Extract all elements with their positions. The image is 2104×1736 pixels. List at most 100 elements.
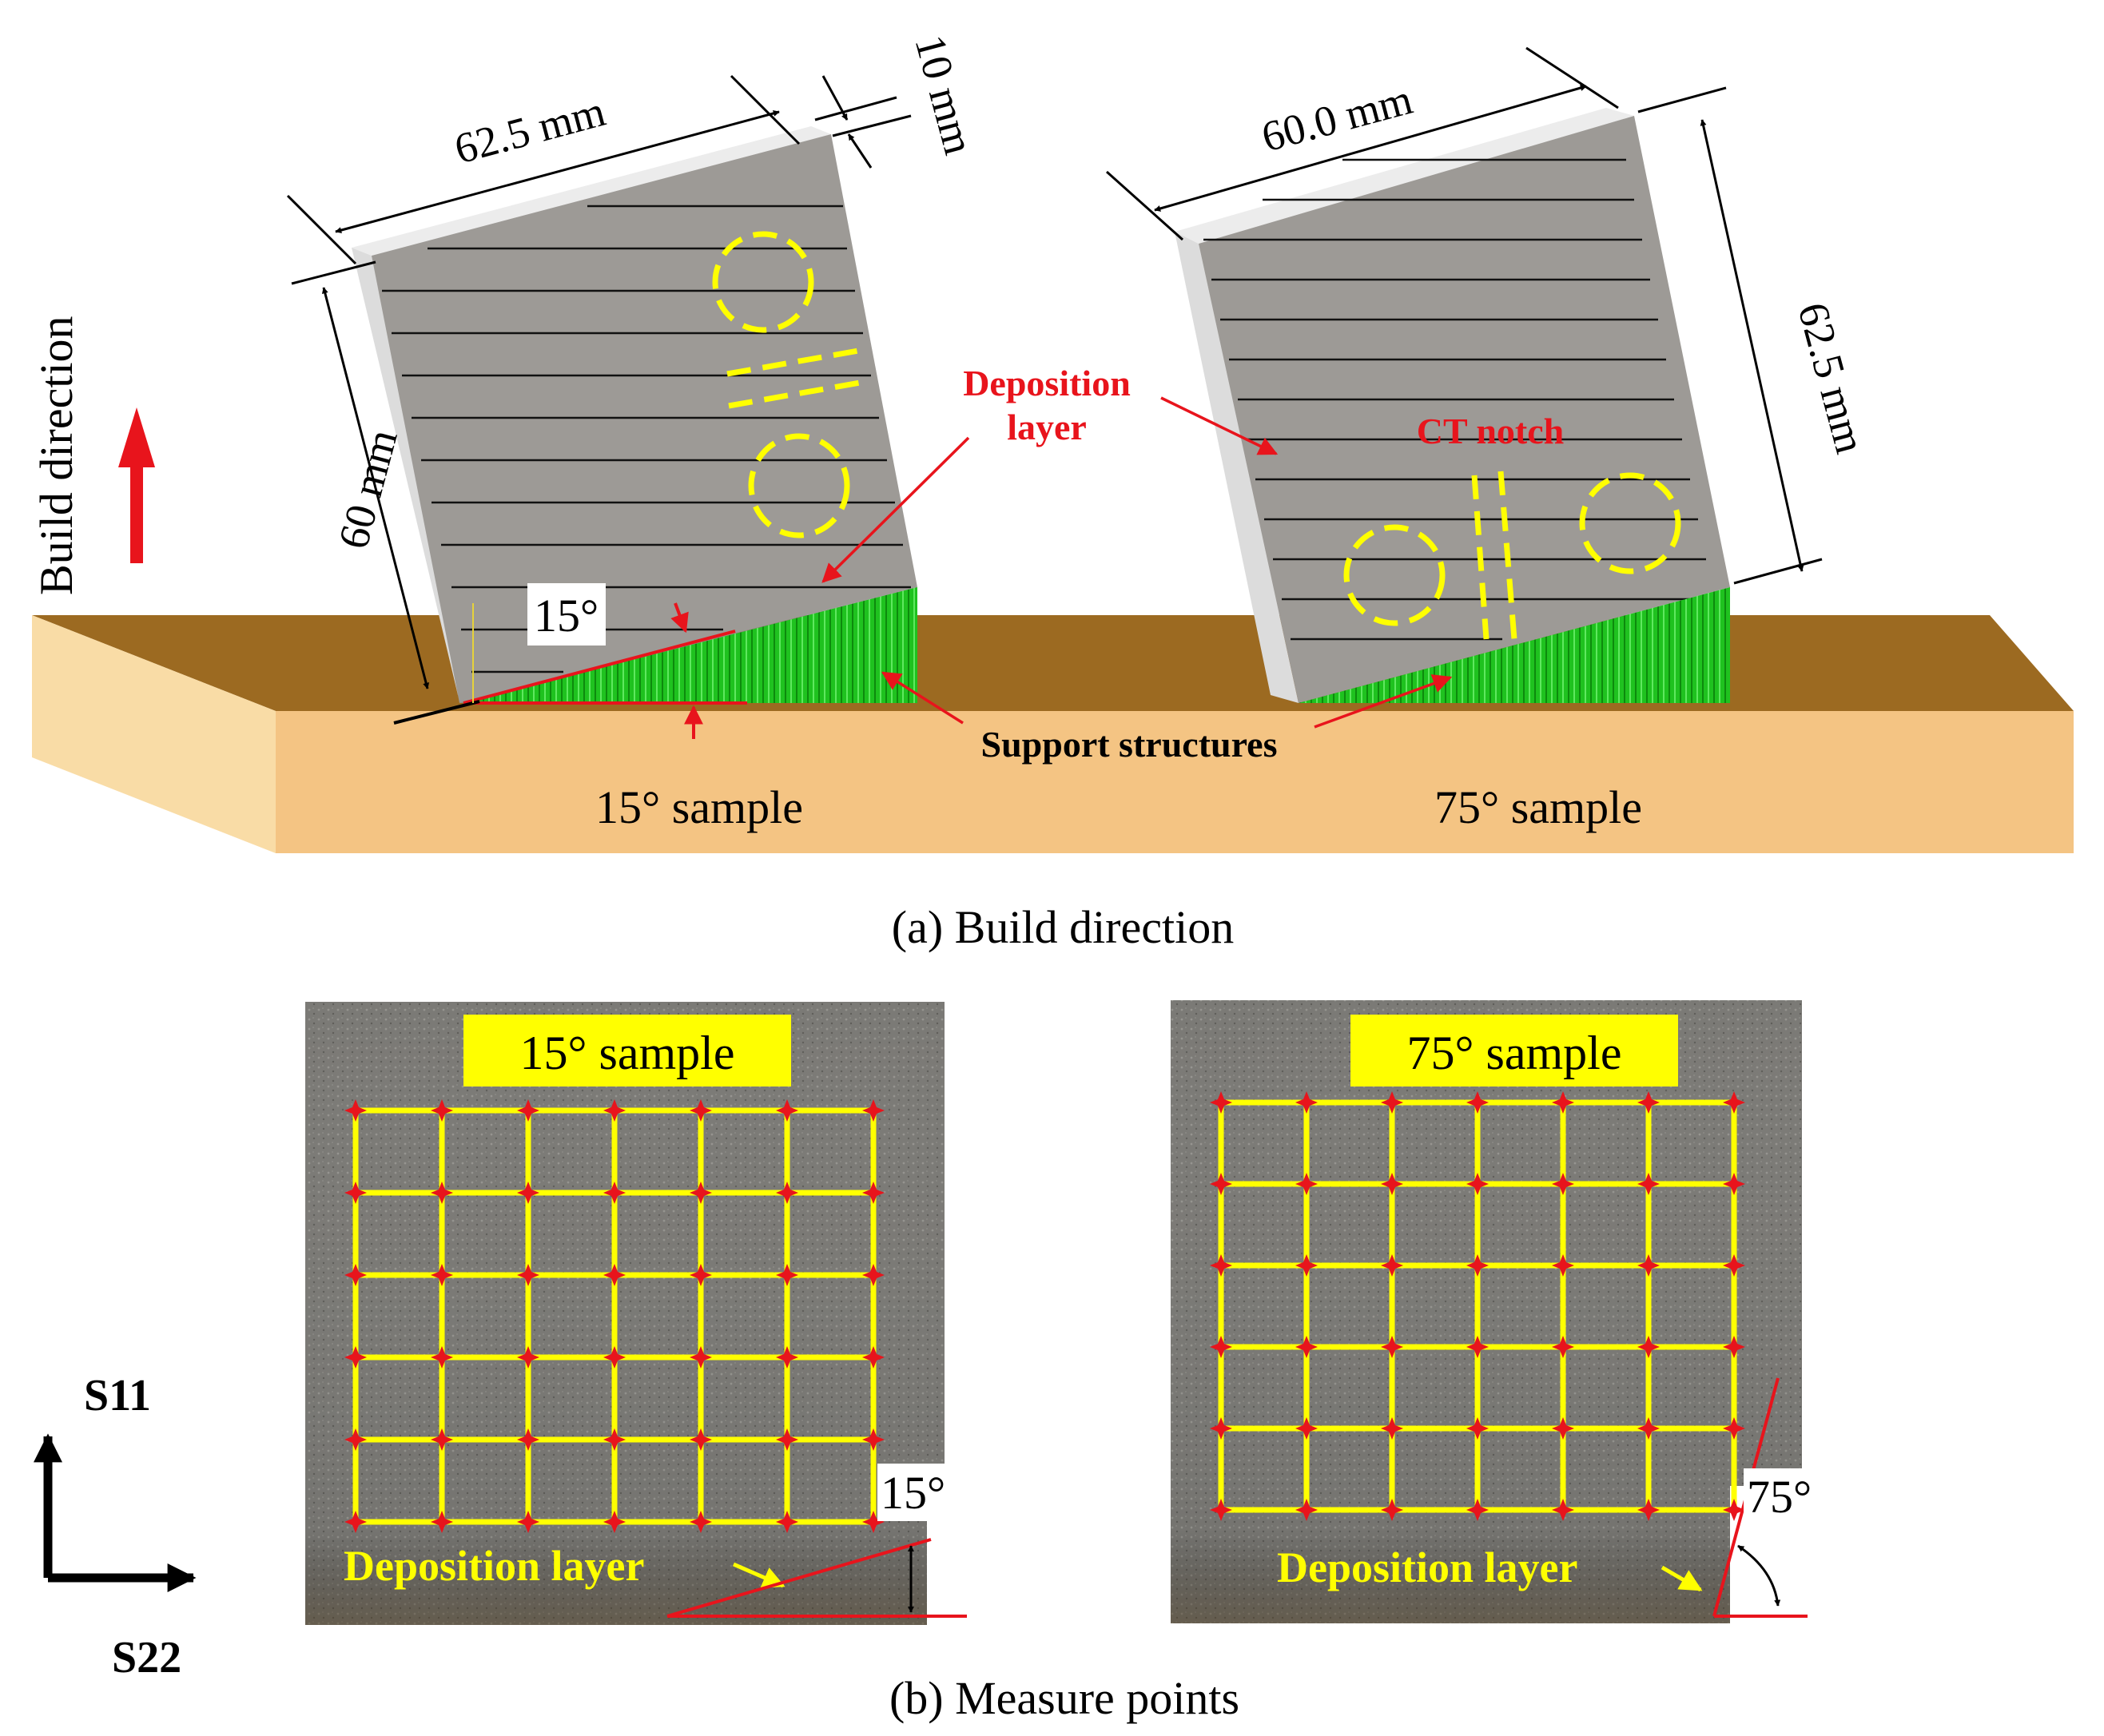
sample75-measure-point-5-2 bbox=[1381, 1499, 1403, 1521]
block-75-sample bbox=[1175, 108, 1730, 703]
sample75-measure-point-0-1 bbox=[1295, 1091, 1318, 1114]
specimen-photo-75: 75° sample Deposition layer 75° bbox=[1171, 1000, 1820, 1626]
sample15-measure-point-3-5 bbox=[776, 1346, 798, 1369]
sample75-measure-point-5-6 bbox=[1723, 1499, 1745, 1521]
sample15-measure-point-3-0 bbox=[344, 1346, 367, 1369]
sample15-measure-point-1-2 bbox=[517, 1182, 539, 1204]
sample15-measure-point-3-6 bbox=[862, 1346, 885, 1369]
sample15-measure-point-3-1 bbox=[431, 1346, 453, 1369]
sample-15-label-a: 15° sample bbox=[595, 781, 803, 833]
sample75-measure-point-4-0 bbox=[1210, 1417, 1232, 1440]
sample15-measure-point-3-4 bbox=[690, 1346, 712, 1369]
sample15-measure-point-4-4 bbox=[690, 1428, 712, 1451]
sample75-measure-point-5-3 bbox=[1466, 1499, 1489, 1521]
sample-75-label-a: 75° sample bbox=[1434, 781, 1642, 833]
sample75-measure-point-3-2 bbox=[1381, 1336, 1403, 1358]
deposition-layer-label-a2: layer bbox=[1007, 407, 1087, 447]
sample75-measure-point-1-5 bbox=[1637, 1173, 1660, 1195]
sample75-measure-point-4-4 bbox=[1552, 1417, 1574, 1440]
sample75-measure-point-4-3 bbox=[1466, 1417, 1489, 1440]
sample15-measure-point-4-0 bbox=[344, 1428, 367, 1451]
specimen-photo-15: 15° sample Deposition layer 15° bbox=[305, 1002, 970, 1625]
axis-s22-label: S22 bbox=[112, 1633, 181, 1682]
sample15-measure-point-5-6 bbox=[862, 1511, 885, 1533]
sample15-measure-point-5-3 bbox=[603, 1511, 626, 1533]
dim-62-5-height-label-75: 62.5 mm bbox=[1788, 298, 1875, 459]
sample15-measure-point-2-3 bbox=[603, 1264, 626, 1286]
sample75-measure-point-4-1 bbox=[1295, 1417, 1318, 1440]
build-direction-arrow bbox=[118, 407, 155, 563]
sample75-measure-point-1-1 bbox=[1295, 1173, 1318, 1195]
sample15-measure-point-0-3 bbox=[603, 1099, 626, 1122]
axis-s11-label: S11 bbox=[84, 1371, 151, 1420]
support-structures-75 bbox=[1299, 587, 1730, 703]
sample15-measure-point-5-4 bbox=[690, 1511, 712, 1533]
sample-75-label-b: 75° sample bbox=[1407, 1027, 1622, 1079]
measure-grid-75 bbox=[1210, 1091, 1745, 1521]
sample15-measure-point-0-5 bbox=[776, 1099, 798, 1122]
sample75-measure-point-2-6 bbox=[1723, 1254, 1745, 1277]
deposition-layer-label-b1: Deposition layer bbox=[344, 1542, 644, 1590]
sample75-measure-point-4-5 bbox=[1637, 1417, 1660, 1440]
angle-15-annotation: 15° bbox=[393, 583, 747, 739]
deposition-layer-label-a1: Deposition bbox=[963, 363, 1131, 403]
sample15-measure-point-5-0 bbox=[344, 1511, 367, 1533]
deposition-arrow-75 bbox=[1160, 396, 1279, 455]
dim-10-mm-label: 10 mm bbox=[905, 30, 983, 160]
sample75-measure-point-2-1 bbox=[1295, 1254, 1318, 1277]
sample15-measure-point-1-6 bbox=[862, 1182, 885, 1204]
angle-15-label-b: 15° bbox=[881, 1467, 945, 1519]
sample75-measure-point-3-6 bbox=[1723, 1336, 1745, 1358]
sample75-measure-point-3-0 bbox=[1210, 1336, 1232, 1358]
sample75-measure-point-3-1 bbox=[1295, 1336, 1318, 1358]
sample75-measure-point-4-6 bbox=[1723, 1417, 1745, 1440]
caption-a: (a) Build direction bbox=[892, 901, 1234, 953]
sample15-measure-point-1-3 bbox=[603, 1182, 626, 1204]
sample15-measure-point-5-5 bbox=[776, 1511, 798, 1533]
measure-grid-15 bbox=[344, 1099, 885, 1533]
sample15-measure-point-1-1 bbox=[431, 1182, 453, 1204]
dim-62-5-width-label-15: 62.5 mm bbox=[450, 87, 611, 173]
ct-notch-outline-75 bbox=[1343, 471, 1681, 640]
sample75-measure-point-5-1 bbox=[1295, 1499, 1318, 1521]
sample15-measure-point-2-0 bbox=[344, 1264, 367, 1286]
ct-notch-label: CT notch bbox=[1417, 411, 1564, 451]
sample75-measure-point-0-4 bbox=[1552, 1091, 1574, 1114]
sample75-measure-point-0-2 bbox=[1381, 1091, 1403, 1114]
sample15-measure-point-3-2 bbox=[517, 1346, 539, 1369]
dim-60-mm-label: 60 mm bbox=[329, 424, 407, 554]
sample75-measure-point-1-4 bbox=[1552, 1173, 1574, 1195]
angle-15-label-a: 15° bbox=[534, 590, 599, 642]
support-arrow-15 bbox=[881, 671, 964, 725]
sample15-measure-point-4-1 bbox=[431, 1428, 453, 1451]
sample15-measure-point-1-4 bbox=[690, 1182, 712, 1204]
dim-60-0-width-label-75: 60.0 mm bbox=[1257, 75, 1418, 161]
sample75-measure-point-0-5 bbox=[1637, 1091, 1660, 1114]
sample15-measure-point-2-6 bbox=[862, 1264, 885, 1286]
panel-a: Build direction bbox=[30, 30, 2074, 953]
sample15-measure-point-5-2 bbox=[517, 1511, 539, 1533]
sample-15-label-b: 15° sample bbox=[520, 1027, 735, 1079]
sample15-measure-point-1-5 bbox=[776, 1182, 798, 1204]
sample75-measure-point-5-4 bbox=[1552, 1499, 1574, 1521]
sample75-measure-point-1-6 bbox=[1723, 1173, 1745, 1195]
sample15-measure-point-0-6 bbox=[862, 1099, 885, 1122]
sample15-measure-point-4-3 bbox=[603, 1428, 626, 1451]
angle-75-label-b: 75° bbox=[1747, 1471, 1812, 1523]
sample15-measure-point-4-6 bbox=[862, 1428, 885, 1451]
sample15-measure-point-5-1 bbox=[431, 1511, 453, 1533]
caption-b: (b) Measure points bbox=[889, 1672, 1239, 1724]
stress-axes: S11 S22 bbox=[34, 1371, 197, 1682]
build-direction-label: Build direction bbox=[30, 316, 82, 595]
deposition-arrow-b2 bbox=[1661, 1565, 1703, 1592]
deposition-arrow-b1 bbox=[733, 1562, 786, 1588]
sample15-measure-point-1-0 bbox=[344, 1182, 367, 1204]
sample15-measure-point-2-5 bbox=[776, 1264, 798, 1286]
sample75-measure-point-2-0 bbox=[1210, 1254, 1232, 1277]
sample75-measure-point-3-5 bbox=[1637, 1336, 1660, 1358]
sample75-measure-point-1-2 bbox=[1381, 1173, 1403, 1195]
deposition-arrow-15 bbox=[821, 436, 970, 583]
sample15-measure-point-2-4 bbox=[690, 1264, 712, 1286]
sample15-measure-point-2-2 bbox=[517, 1264, 539, 1286]
sample75-measure-point-3-4 bbox=[1552, 1336, 1574, 1358]
